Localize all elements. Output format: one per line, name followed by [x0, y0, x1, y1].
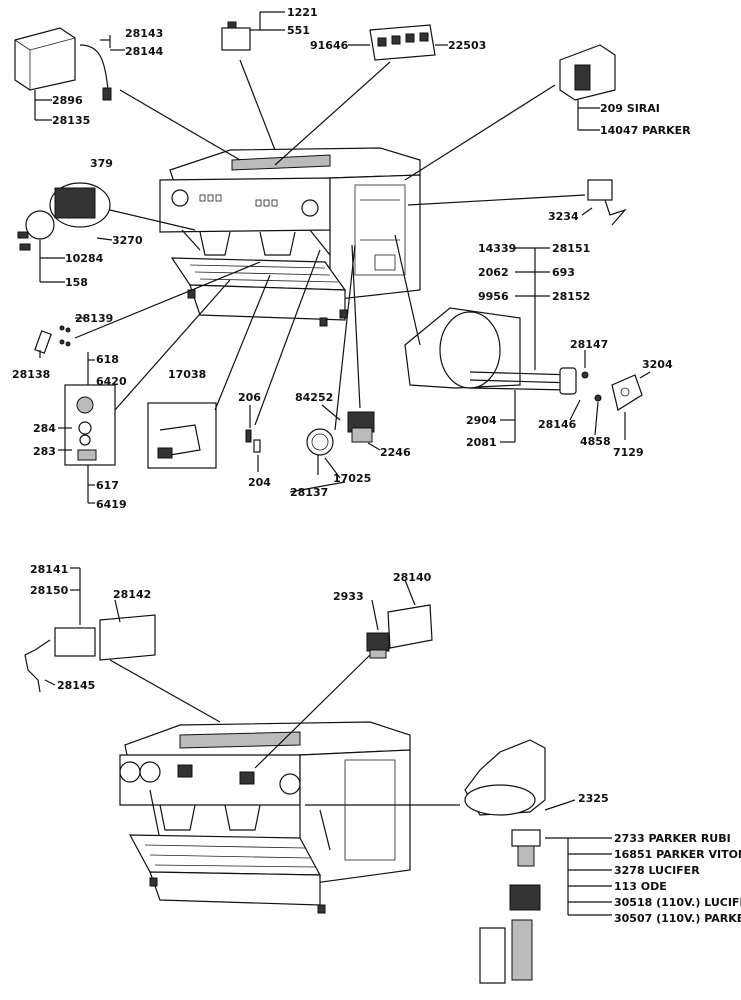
espresso-machine-bottom [119, 721, 411, 914]
label-2062: 2062 [478, 266, 509, 279]
label-28143: 28143 [125, 27, 163, 40]
label-28146: 28146 [538, 418, 577, 431]
label-28138: 28138 [12, 368, 50, 381]
part-electrical-box [14, 27, 241, 161]
part-number-labels: 28143 28144 2896 28135 1221 551 91646 22… [12, 6, 691, 805]
label-9956: 9956 [478, 290, 509, 303]
label-28145: 28145 [57, 679, 95, 692]
label-91646: 91646 [310, 39, 349, 52]
label-7129: 7129 [613, 446, 644, 459]
valve-option: 113 ODE [614, 880, 667, 893]
label-14047-parker: 14047 PARKER [600, 124, 691, 137]
label-3204: 3204 [642, 358, 673, 371]
part-fuse-clip [34, 261, 261, 354]
label-3234: 3234 [548, 210, 579, 223]
part-pressostat [404, 44, 616, 181]
label-28150: 28150 [30, 584, 69, 597]
label-551: 551 [287, 24, 310, 37]
label-283: 283 [33, 445, 56, 458]
part-steam-valve [64, 279, 231, 466]
label-1221: 1221 [287, 6, 318, 19]
label-17025: 17025 [333, 472, 371, 485]
label-28141: 28141 [30, 563, 68, 576]
leader-lines-top [34, 11, 651, 504]
valve-option: 16851 PARKER VITON [614, 848, 741, 861]
espresso-machine-top [159, 147, 421, 327]
leader-lines-bottom [44, 567, 612, 916]
valve-option: 3278 LUCIFER [614, 864, 700, 877]
label-28139: 28139 [75, 312, 113, 325]
part-heating-element [394, 234, 643, 411]
label-6419: 6419 [96, 498, 127, 511]
label-618: 618 [96, 353, 119, 366]
part-switch-bank [274, 24, 436, 166]
label-206: 206 [238, 391, 261, 404]
part-thermostat [407, 179, 627, 226]
part-keypad-switch [254, 604, 433, 769]
label-28142: 28142 [113, 588, 151, 601]
label-2325: 2325 [578, 792, 609, 805]
label-3270: 3270 [112, 234, 143, 247]
part-pump-motor [17, 182, 196, 251]
part-pressure-gauge [306, 244, 375, 456]
label-2246: 2246 [380, 446, 411, 459]
label-28152: 28152 [552, 290, 590, 303]
label-2896: 2896 [52, 94, 83, 107]
label-693: 693 [552, 266, 575, 279]
label-28137: 28137 [290, 486, 328, 499]
part-solenoid-valve [305, 739, 546, 984]
label-28140: 28140 [393, 571, 432, 584]
valve-option: 30507 (110V.) PARKER [614, 912, 741, 925]
label-379: 379 [90, 157, 113, 170]
label-28151: 28151 [552, 242, 590, 255]
part-control-board [24, 614, 221, 723]
label-22503: 22503 [448, 39, 486, 52]
valve-option: 30518 (110V.) LUCIFER [614, 896, 741, 909]
label-204: 204 [248, 476, 271, 489]
label-158: 158 [65, 276, 88, 289]
label-10284: 10284 [65, 252, 104, 265]
label-84252: 84252 [295, 391, 333, 404]
part-bracket-17038 [147, 274, 271, 469]
label-209-sirai: 209 SIRAI [600, 102, 660, 115]
label-17038: 17038 [168, 368, 206, 381]
label-28144: 28144 [125, 45, 164, 58]
label-6420: 6420 [96, 375, 127, 388]
part-fuse-206 [245, 249, 321, 453]
label-2081: 2081 [466, 436, 497, 449]
valve-options-list: 2733 PARKER RUBI 16851 PARKER VITON 3278… [614, 832, 741, 925]
label-28147: 28147 [570, 338, 608, 351]
label-617: 617 [96, 479, 119, 492]
label-4858: 4858 [580, 435, 611, 448]
valve-option: 2733 PARKER RUBI [614, 832, 731, 845]
label-28135: 28135 [52, 114, 90, 127]
label-2933: 2933 [333, 590, 364, 603]
part-switch-1221 [221, 21, 276, 151]
label-14339: 14339 [478, 242, 516, 255]
label-2904: 2904 [466, 414, 497, 427]
label-284: 284 [33, 422, 56, 435]
